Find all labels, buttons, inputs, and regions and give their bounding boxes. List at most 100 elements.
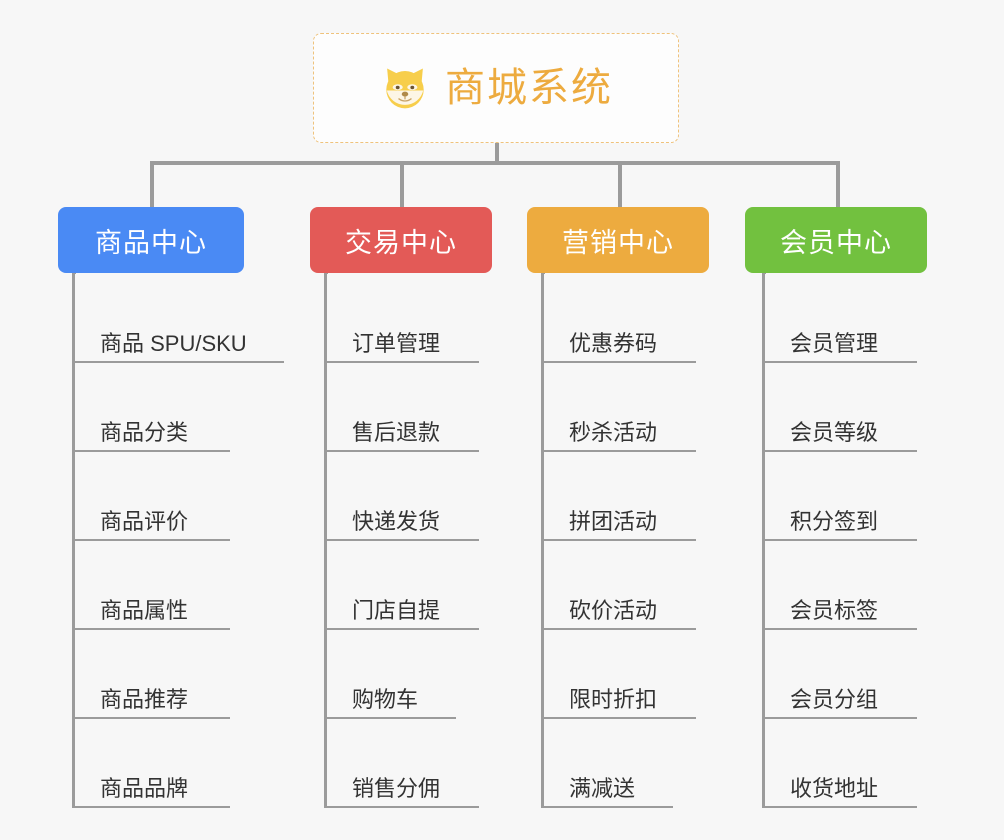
leaf-item[interactable]: 会员标签 bbox=[762, 541, 917, 630]
leaf-item[interactable]: 商品品牌 bbox=[72, 719, 230, 808]
leaf-item-rule bbox=[762, 450, 917, 452]
leaf-item[interactable]: 满减送 bbox=[541, 719, 673, 808]
leaf-item-rule bbox=[324, 717, 456, 719]
leaf-item-label: 商品分类 bbox=[100, 420, 189, 445]
leaf-item-rule bbox=[72, 539, 230, 541]
leaf-item-label: 优惠券码 bbox=[569, 331, 658, 356]
leaf-item-label: 满减送 bbox=[569, 776, 636, 801]
leaf-item[interactable]: 限时折扣 bbox=[541, 630, 696, 719]
leaf-item[interactable]: 收货地址 bbox=[762, 719, 917, 808]
leaf-item[interactable]: 销售分佣 bbox=[324, 719, 479, 808]
leaf-item[interactable]: 快递发货 bbox=[324, 452, 479, 541]
shiba-dog-face-icon bbox=[379, 62, 431, 114]
category-box-2[interactable]: 交易中心 bbox=[310, 207, 492, 273]
leaf-item-label: 会员标签 bbox=[790, 598, 879, 623]
root-node[interactable]: 商城系统 bbox=[313, 33, 679, 143]
column-spine bbox=[324, 274, 327, 808]
root-title: 商城系统 bbox=[445, 66, 613, 110]
connector-branch-stub-2 bbox=[324, 273, 328, 274]
leaf-item-label: 商品属性 bbox=[100, 598, 189, 623]
connector-root-stem bbox=[495, 143, 499, 165]
leaf-item-rule bbox=[541, 717, 696, 719]
leaf-item[interactable]: 秒杀活动 bbox=[541, 363, 696, 452]
leaf-item-label: 商品评价 bbox=[100, 509, 189, 534]
leaf-item[interactable]: 售后退款 bbox=[324, 363, 479, 452]
leaf-item[interactable]: 砍价活动 bbox=[541, 541, 696, 630]
leaf-item-rule bbox=[324, 806, 479, 808]
leaf-item[interactable]: 商品 SPU/SKU bbox=[72, 274, 284, 363]
leaf-item-label: 快递发货 bbox=[352, 509, 441, 534]
leaf-item-rule bbox=[541, 806, 673, 808]
leaf-item-rule bbox=[72, 806, 230, 808]
leaf-item-label: 商品品牌 bbox=[100, 776, 189, 801]
leaf-item-label: 商品 SPU/SKU bbox=[100, 331, 247, 356]
category-label: 会员中心 bbox=[780, 227, 892, 258]
category-box-3[interactable]: 营销中心 bbox=[527, 207, 709, 273]
leaf-item-label: 售后退款 bbox=[352, 420, 441, 445]
category-label: 营销中心 bbox=[562, 227, 674, 258]
leaf-item-rule bbox=[324, 539, 479, 541]
leaf-item-label: 销售分佣 bbox=[352, 776, 441, 801]
leaf-item[interactable]: 订单管理 bbox=[324, 274, 479, 363]
leaf-item-rule bbox=[72, 361, 284, 363]
leaf-item-rule bbox=[762, 628, 917, 630]
leaf-item-label: 订单管理 bbox=[352, 331, 441, 356]
leaf-item[interactable]: 商品属性 bbox=[72, 541, 230, 630]
leaf-column-3: 优惠券码秒杀活动拼团活动砍价活动限时折扣满减送 bbox=[541, 274, 781, 808]
leaf-item-label: 限时折扣 bbox=[569, 687, 658, 712]
category-label: 交易中心 bbox=[345, 227, 457, 258]
leaf-item-label: 商品推荐 bbox=[100, 687, 189, 712]
leaf-item-rule bbox=[324, 628, 479, 630]
leaf-item-rule bbox=[541, 361, 696, 363]
category-box-1[interactable]: 商品中心 bbox=[58, 207, 244, 273]
leaf-item-label: 拼团活动 bbox=[569, 509, 658, 534]
leaf-item-label: 会员管理 bbox=[790, 331, 879, 356]
leaf-item-rule bbox=[541, 450, 696, 452]
connector-branch-stub-1 bbox=[72, 273, 76, 274]
leaf-item-label: 收货地址 bbox=[790, 776, 879, 801]
leaf-item[interactable]: 门店自提 bbox=[324, 541, 479, 630]
leaf-item-rule bbox=[762, 717, 917, 719]
leaf-item[interactable]: 购物车 bbox=[324, 630, 456, 719]
column-spine bbox=[72, 274, 75, 808]
leaf-item[interactable]: 拼团活动 bbox=[541, 452, 696, 541]
connector-drop-1 bbox=[150, 161, 154, 207]
leaf-item[interactable]: 优惠券码 bbox=[541, 274, 696, 363]
connector-drop-3 bbox=[618, 161, 622, 207]
category-box-4[interactable]: 会员中心 bbox=[745, 207, 927, 273]
leaf-item-rule bbox=[762, 361, 917, 363]
leaf-item-rule bbox=[541, 628, 696, 630]
connector-drop-2 bbox=[400, 161, 404, 207]
leaf-column-2: 订单管理售后退款快递发货门店自提购物车销售分佣 bbox=[324, 274, 564, 808]
leaf-item[interactable]: 积分签到 bbox=[762, 452, 917, 541]
leaf-item-rule bbox=[72, 628, 230, 630]
leaf-item-label: 积分签到 bbox=[790, 509, 879, 534]
leaf-item-rule bbox=[541, 539, 696, 541]
column-spine bbox=[541, 274, 544, 808]
leaf-item[interactable]: 会员管理 bbox=[762, 274, 917, 363]
leaf-item[interactable]: 商品分类 bbox=[72, 363, 230, 452]
leaf-item-label: 会员等级 bbox=[790, 420, 879, 445]
category-label: 商品中心 bbox=[95, 227, 207, 258]
leaf-item-rule bbox=[762, 539, 917, 541]
leaf-item-label: 会员分组 bbox=[790, 687, 879, 712]
leaf-item-rule bbox=[72, 717, 230, 719]
leaf-item[interactable]: 会员等级 bbox=[762, 363, 917, 452]
leaf-item[interactable]: 商品推荐 bbox=[72, 630, 230, 719]
column-spine bbox=[762, 274, 765, 808]
leaf-item-rule bbox=[762, 806, 917, 808]
connector-branch-stub-4 bbox=[762, 273, 766, 274]
leaf-item-label: 秒杀活动 bbox=[569, 420, 658, 445]
connector-branch-stub-3 bbox=[541, 273, 545, 274]
leaf-item-label: 购物车 bbox=[352, 687, 419, 712]
leaf-column-1: 商品 SPU/SKU 商品分类商品评价商品属性商品推荐商品品牌 bbox=[72, 274, 312, 808]
leaf-item[interactable]: 商品评价 bbox=[72, 452, 230, 541]
leaf-item-label: 砍价活动 bbox=[569, 598, 658, 623]
leaf-item-rule bbox=[72, 450, 230, 452]
leaf-item-rule bbox=[324, 361, 479, 363]
connector-horizontal-bus bbox=[150, 161, 840, 165]
leaf-item-rule bbox=[324, 450, 479, 452]
leaf-item-label: 门店自提 bbox=[352, 598, 441, 623]
leaf-item[interactable]: 会员分组 bbox=[762, 630, 917, 719]
